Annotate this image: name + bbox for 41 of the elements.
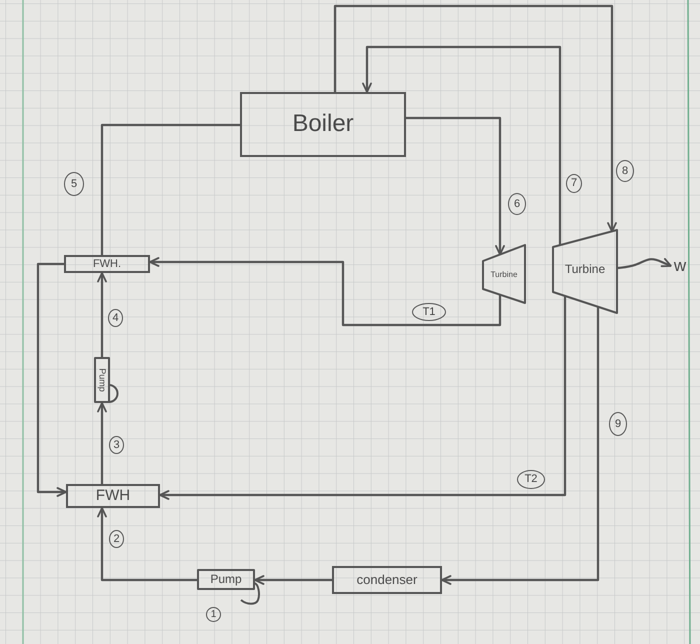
circled-label: T2 bbox=[517, 470, 545, 489]
turbine-symbol bbox=[482, 244, 526, 304]
flow-arrow bbox=[149, 257, 502, 326]
pump-symbol bbox=[197, 569, 261, 605]
condenser-box bbox=[332, 566, 442, 594]
component-label: condenser bbox=[356, 572, 418, 588]
flow-arrow bbox=[334, 4, 617, 232]
circled-label: 3 bbox=[109, 436, 124, 454]
component-label: Pump bbox=[210, 572, 242, 586]
flow-arrow bbox=[441, 306, 600, 585]
flow-arrow bbox=[406, 116, 505, 256]
component-label: Turbine bbox=[564, 263, 606, 277]
flow-arrow bbox=[159, 296, 566, 500]
flow-arrow bbox=[362, 46, 562, 245]
circled-label: 2 bbox=[109, 530, 124, 548]
circled-label: 9 bbox=[609, 412, 627, 436]
flow-line bbox=[100, 124, 240, 255]
component-label: Boiler bbox=[292, 111, 354, 138]
circled-label: 8 bbox=[616, 160, 634, 182]
flow-arrow bbox=[618, 258, 672, 270]
heater-box bbox=[66, 484, 160, 508]
flow-arrow bbox=[97, 507, 197, 582]
flow-arrow bbox=[97, 402, 107, 484]
component-label: FWH. bbox=[92, 258, 122, 270]
pump-symbol bbox=[94, 357, 119, 403]
circled-label: T1 bbox=[412, 303, 446, 321]
circled-label: 5 bbox=[64, 172, 84, 196]
component-label: FWH bbox=[96, 488, 130, 504]
work-output-label: w bbox=[671, 255, 689, 275]
heater-box bbox=[64, 255, 150, 273]
circled-label: 4 bbox=[108, 309, 123, 327]
circled-label: 6 bbox=[508, 193, 526, 215]
flow-arrow bbox=[36, 262, 67, 497]
component-label: Turbine bbox=[490, 270, 518, 280]
circled-label: 7 bbox=[566, 174, 582, 193]
boiler-box bbox=[240, 92, 406, 157]
circled-number: 1 bbox=[206, 607, 221, 622]
flow-arrow bbox=[254, 575, 332, 585]
turbine-symbol bbox=[552, 229, 618, 314]
component-label: Pump bbox=[97, 368, 107, 392]
flow-arrow bbox=[97, 272, 107, 357]
